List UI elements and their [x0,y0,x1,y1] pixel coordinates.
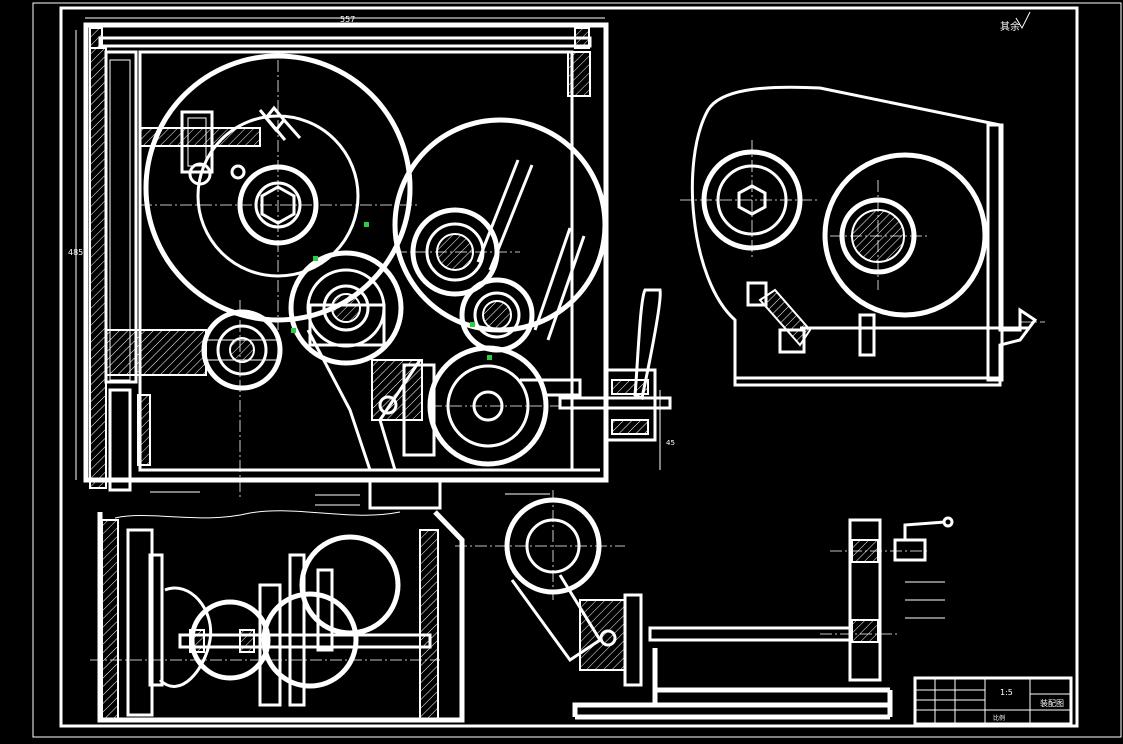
housing-inner [138,50,574,472]
inner-frame [59,6,1079,728]
roughness-mark: 其余 [1000,11,1031,33]
scale-label: 1:5 [1000,688,1013,697]
gear-center [288,250,404,366]
left-wall [89,47,107,489]
bottom-right-view [455,490,954,720]
section-cam [158,586,213,688]
housing-outer [83,22,609,483]
side-gear-large [822,152,988,318]
large-gear-right [392,117,608,333]
handle-housing [603,368,657,442]
title-block: 1:5 装配图 比例 [913,676,1073,726]
side-housing [690,85,1038,387]
dimension-top: 557 [340,15,355,24]
dimension-right: 45 [666,439,675,447]
main-view: 557 485 [68,15,675,510]
marker-1 [364,222,369,227]
title-text: 装配图 [1040,698,1064,708]
outer-frame [32,2,1122,738]
section-shaft [178,633,432,649]
section-view [90,510,465,723]
shift-lever [633,288,662,401]
gear-left-lower [201,309,283,391]
side-view [680,85,1045,387]
roughness-mark-label: 其余 [1000,20,1020,33]
scale-cell: 比例 [993,714,1005,722]
